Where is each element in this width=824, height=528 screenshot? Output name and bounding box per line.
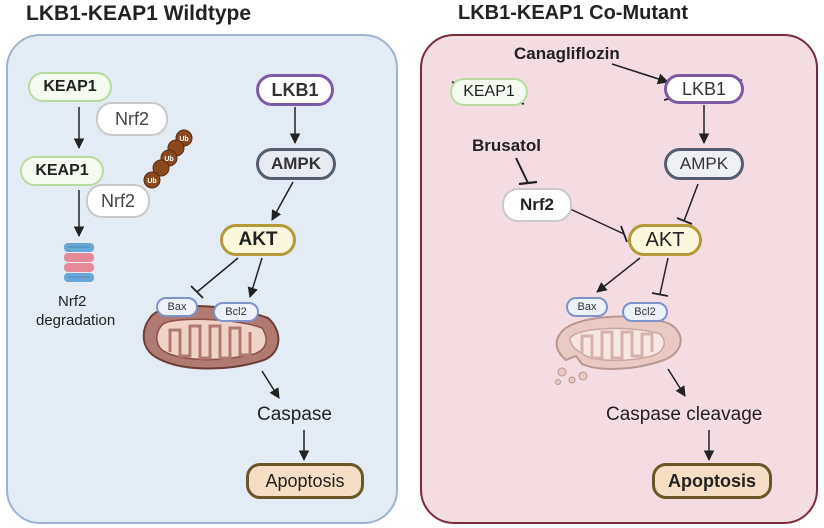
bax-mutant-node: Bax [566, 297, 608, 317]
ubiquitin-chain-icon: Ub Ub Ub [143, 129, 193, 189]
inhibit-ampk-to-akt [676, 183, 699, 225]
caspase-cleavage-label: Caspase cleavage [606, 404, 763, 425]
proteasome-icon [64, 243, 94, 282]
ampk-mutant-node: AMPK [664, 148, 744, 180]
arrow-akt-to-bax-right [596, 257, 641, 293]
nrf2-degradation-line1: Nrf2 [58, 293, 87, 310]
damaged-mitochondrion-icon [555, 315, 682, 385]
inhibit-akt-to-bax [190, 257, 239, 299]
inhibit-brusatol-to-nrf2 [515, 157, 538, 186]
keap1-top-node: KEAP1 [28, 72, 112, 102]
wildtype-title: LKB1-KEAP1 Wildtype [26, 2, 252, 25]
nrf2-mutant-node: Nrf2 [502, 188, 572, 222]
apoptosis-mutant-node: Apoptosis [652, 463, 772, 499]
canagliflozin-label: Canagliflozin [514, 44, 620, 63]
akt-mutant-node: AKT [628, 224, 702, 256]
svg-text:Ub: Ub [164, 156, 173, 163]
lkb1-node: LKB1 [256, 74, 334, 106]
akt-node: AKT [220, 224, 296, 256]
bcl2-node: Bcl2 [213, 302, 259, 322]
lkb1-mutant-node: LKB1 [664, 74, 744, 104]
arrow-mito-to-caspase-right [667, 368, 686, 397]
bax-node: Bax [156, 297, 198, 317]
arrow-akt-to-bcl2 [247, 257, 263, 299]
brusatol-label: Brusatol [472, 136, 541, 155]
inhibit-nrf2-to-akt [567, 207, 628, 243]
nrf2-degradation-line2: degradation [36, 312, 116, 329]
keap1-bottom-node: KEAP1 [20, 156, 104, 186]
nrf2-bottom-node: Nrf2 [86, 184, 150, 218]
svg-text:Ub: Ub [179, 136, 188, 143]
apoptosis-node: Apoptosis [246, 463, 364, 499]
arrow-ampk-to-akt [271, 181, 294, 221]
ampk-node: AMPK [256, 148, 336, 180]
comutant-panel [420, 34, 818, 524]
arrow-mito-to-caspase [261, 370, 280, 399]
bcl2-mutant-node: Bcl2 [622, 302, 668, 322]
arrow-canagliflozin-to-lkb1 [611, 63, 670, 85]
comutant-title: LKB1-KEAP1 Co-Mutant [458, 2, 688, 24]
nrf2-top-node: Nrf2 [96, 102, 168, 136]
inhibit-akt-to-bcl2-right [651, 257, 669, 297]
svg-text:Ub: Ub [147, 178, 156, 185]
caspase-label: Caspase [257, 404, 332, 425]
keap1-mutant-node: KEAP1 [450, 78, 528, 106]
